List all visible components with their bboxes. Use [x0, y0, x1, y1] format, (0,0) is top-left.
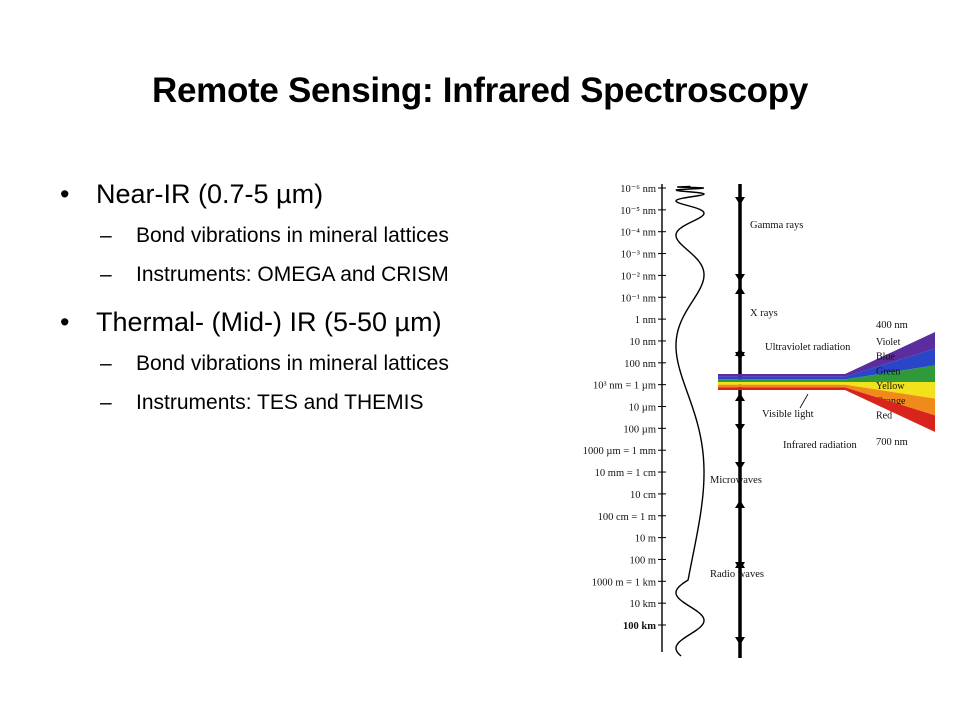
scale-label: 10⁻⁶ nm [620, 184, 656, 195]
arrow-down-icon [735, 197, 745, 205]
bullet-thermal-ir: Thermal- (Mid-) IR (5-50 µm) [60, 304, 540, 340]
region-label-infrared: Infrared radiation [783, 440, 858, 451]
scale-label: 10⁻¹ nm [621, 293, 656, 304]
arrow-down-icon [735, 462, 745, 470]
region-label-radio: Radio waves [710, 569, 764, 580]
scale-label: 10 m [635, 534, 656, 545]
scale-label: 10 nm [629, 337, 656, 348]
scale-label: 10 cm [630, 490, 656, 501]
slide-title: Remote Sensing: Infrared Spectroscopy [151, 71, 808, 110]
arrow-up-icon [735, 500, 745, 508]
visible-band-stripe [718, 384, 845, 388]
scale-label: 100 nm [624, 359, 656, 370]
visible-band-stripe [718, 379, 845, 382]
scale-label: 10⁻⁴ nm [620, 228, 656, 239]
visible-band-stripe [718, 374, 845, 377]
scale-label: 10⁻⁵ nm [620, 206, 656, 217]
sub-bullet: – Bond vibrations in mineral lattices [60, 220, 540, 251]
region-label-microwaves: Microwaves [710, 475, 762, 486]
scale-label: 10 km [629, 599, 656, 610]
scale-label: 10⁻² nm [621, 271, 656, 282]
scale-label: 1 nm [635, 315, 656, 326]
region-label-visible: Visible light [762, 409, 814, 420]
scale-label: 1000 µm = 1 mm [583, 446, 656, 457]
scale-label: 10 mm = 1 cm [595, 468, 656, 479]
sub-bullet-text: Bond vibrations in mineral lattices [136, 352, 449, 375]
visible-fan-segment [845, 348, 935, 380]
visible-band-stripe [718, 382, 845, 385]
visible-band-stripe [718, 387, 845, 390]
dash-marker: – [100, 352, 112, 375]
visible-fan-segment [845, 382, 935, 399]
visible-fan-segment [845, 332, 935, 377]
arrow-down-icon [735, 424, 745, 432]
scale-label: 10 µm [629, 403, 656, 414]
visible-fan-segment [845, 387, 935, 432]
dash-marker: – [100, 263, 112, 286]
em-spectrum-svg: 10⁻⁶ nm 10⁻⁵ nm 10⁻⁴ nm 10⁻³ nm 10⁻² nm 10⁻¹ … [583, 184, 935, 658]
dash-marker: – [100, 391, 112, 414]
visible-fan-segment [845, 384, 935, 416]
color-label-red: Red [876, 411, 892, 422]
wave-curve [675, 185, 706, 657]
sub-bullet: – Bond vibrations in mineral lattices [60, 348, 540, 379]
dash-marker: – [100, 224, 112, 247]
scale-label: 1000 m = 1 km [592, 577, 656, 588]
color-label-violet: Violet [876, 337, 901, 348]
color-label-blue: Blue [876, 352, 895, 363]
bullet-list: Near-IR (0.7-5 µm) – Bond vibrations in m… [60, 176, 540, 418]
bullet-near-ir: Near-IR (0.7-5 µm) [60, 176, 540, 212]
scale-label: 100 cm = 1 m [598, 512, 656, 523]
arrow-up-icon [735, 560, 745, 568]
scale-label: 100 km [623, 621, 656, 632]
sub-bullet-text: Instruments: TES and THEMIS [136, 391, 424, 414]
scale-label: 10⁻³ nm [621, 250, 656, 261]
visible-band-stripe [718, 376, 845, 380]
scale-label: 100 µm [623, 424, 656, 435]
region-label-xrays: X rays [750, 308, 778, 319]
sub-bullet-text: Bond vibrations in mineral lattices [136, 224, 449, 247]
arrow-down-icon [735, 274, 745, 282]
arrow-up-icon [735, 393, 745, 401]
visible-bottom-label: 700 nm [876, 437, 908, 448]
arrow-down-icon [735, 637, 745, 645]
color-label-orange: Orange [876, 396, 906, 407]
color-label-yellow: Yellow [876, 381, 905, 392]
scale-label: 100 m [629, 555, 656, 566]
sub-bullet: – Instruments: TES and THEMIS [60, 387, 540, 418]
arrow-up-icon [735, 348, 745, 356]
color-label-green: Green [876, 366, 900, 377]
em-spectrum-diagram: 10⁻⁶ nm 10⁻⁵ nm 10⁻⁴ nm 10⁻³ nm 10⁻² nm 10⁻¹ … [550, 180, 950, 660]
region-label-ultraviolet: Ultraviolet radiation [765, 342, 851, 353]
scale-label: 10³ nm = 1 µm [593, 381, 656, 392]
sub-bullet: – Instruments: OMEGA and CRISM [60, 259, 540, 290]
visible-light-pointer [799, 393, 809, 409]
visible-fan-segment [845, 365, 935, 382]
visible-top-label: 400 nm [876, 320, 908, 331]
region-label-gamma: Gamma rays [750, 220, 803, 231]
sub-bullet-text: Instruments: OMEGA and CRISM [136, 263, 449, 286]
arrow-up-icon [735, 286, 745, 294]
